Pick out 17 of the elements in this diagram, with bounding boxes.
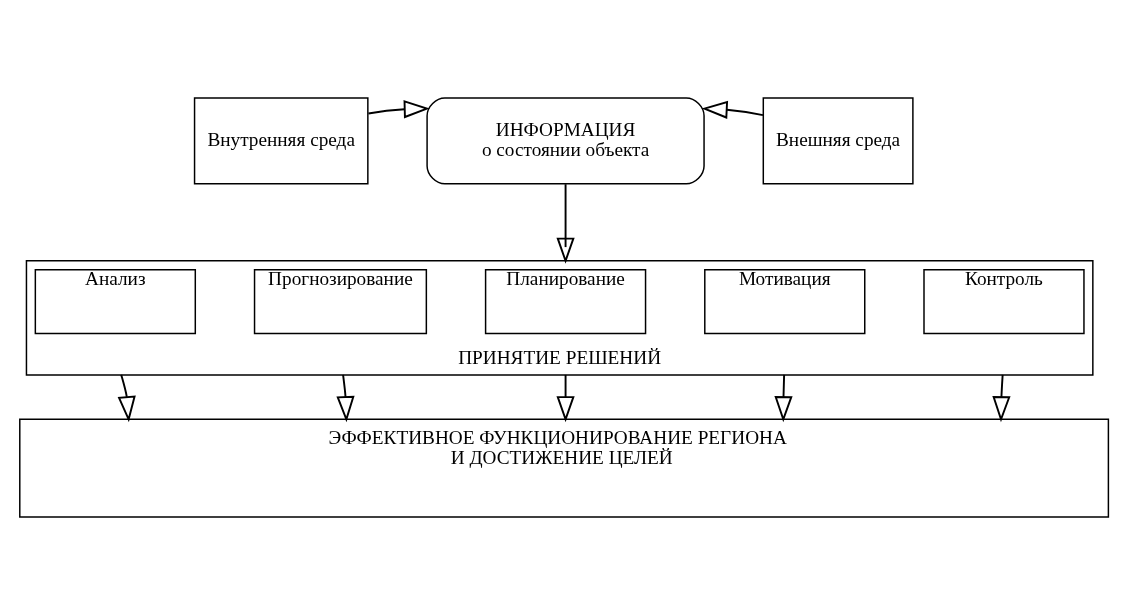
arrow [992,373,1011,423]
node-box: Внутренняя среда [193,97,369,185]
arrow [336,373,355,423]
arrow [367,100,430,119]
node-box: Планирование [484,269,647,335]
node-box: Внешняя среда [762,97,914,185]
node-box: Прогнозирование [253,269,428,335]
arrow [556,183,575,264]
node-box: Анализ [34,269,197,335]
node-box: Мотивация [704,269,866,335]
arrow [774,373,793,423]
arrow [117,373,136,423]
node-box: Контроль [923,269,1085,335]
node-box: ИНФОРМАЦИЯ о состоянии объекта [426,97,705,185]
node-box: ЭФФЕКТИВНОЕ ФУНКЦИОНИРОВАНИЕ РЕГИОНА И ДОСТИЖЕНИЕ ЦЕЛЕЙ [19,418,1110,518]
arrow [701,100,764,119]
arrow [556,373,575,423]
